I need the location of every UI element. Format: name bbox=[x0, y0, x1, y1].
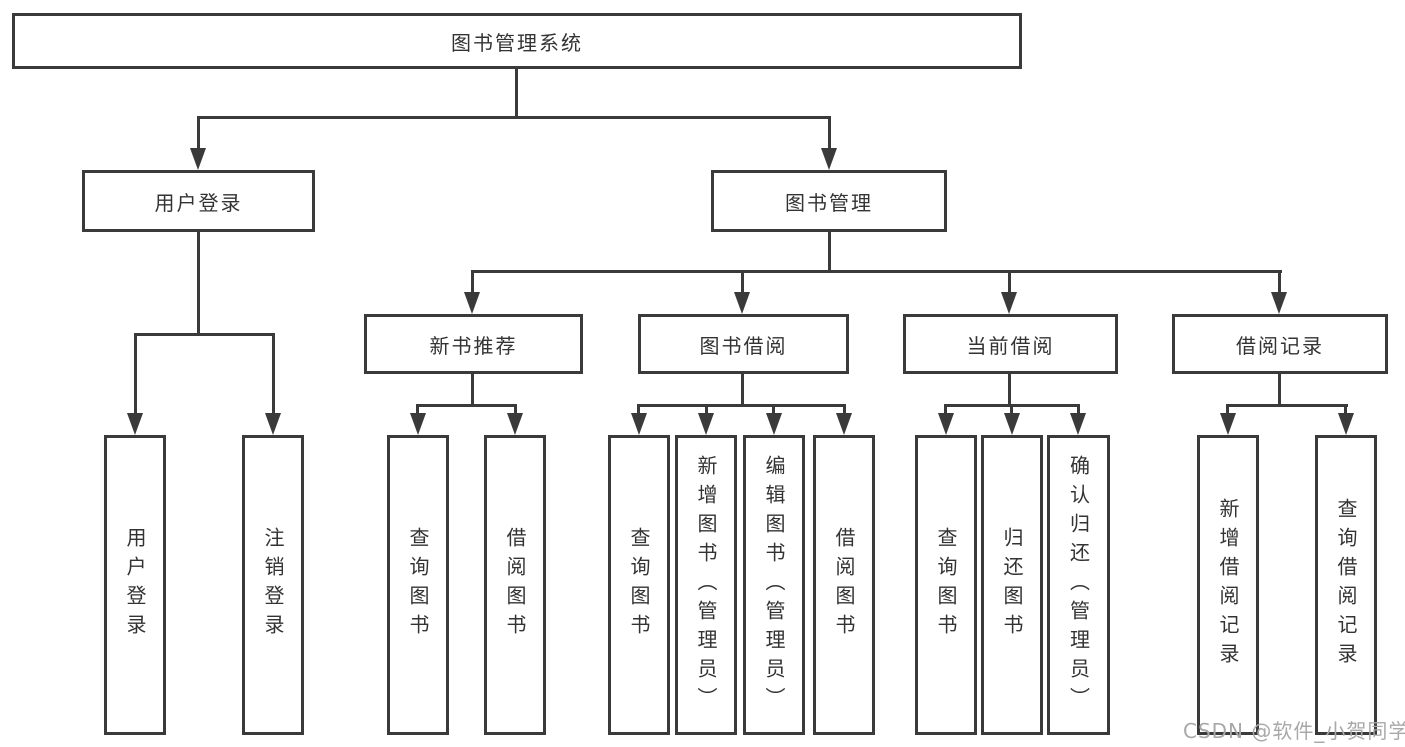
csdn-watermark: CSDN @软件_小贺同学 bbox=[1183, 719, 1405, 743]
connector-arrow bbox=[1001, 292, 1017, 314]
connector-line bbox=[197, 116, 831, 119]
connector-arrow bbox=[698, 413, 714, 435]
leaf-add-borrow-record: 新增借阅记录 bbox=[1197, 435, 1259, 735]
connector-line bbox=[1226, 404, 1229, 415]
node-label: 新增借阅记录 bbox=[1216, 498, 1240, 672]
node-label: 查询图书 bbox=[934, 527, 958, 643]
node-book-borrowing: 图书借阅 bbox=[638, 314, 849, 374]
connector-arrow bbox=[507, 413, 523, 435]
connector-arrow bbox=[734, 292, 750, 314]
connector-arrow bbox=[766, 413, 782, 435]
leaf-query-borrow-record: 查询借阅记录 bbox=[1315, 435, 1377, 735]
connector-line bbox=[1008, 374, 1011, 407]
node-label: 新增图书（管理员） bbox=[694, 454, 718, 716]
connector-arrow bbox=[836, 413, 852, 435]
node-label: 借阅图书 bbox=[832, 527, 856, 643]
node-user-login: 用户登录 bbox=[82, 170, 315, 232]
connector-arrow bbox=[631, 413, 647, 435]
node-label: 图书管理系统 bbox=[451, 30, 583, 55]
node-label: 当前借阅 bbox=[966, 333, 1055, 358]
connector-line bbox=[134, 333, 137, 414]
node-label: 新书推荐 bbox=[429, 333, 518, 358]
connector-arrow bbox=[1338, 413, 1354, 435]
connector-arrow bbox=[1271, 292, 1287, 314]
leaf-logout: 注销登录 bbox=[242, 435, 304, 735]
node-label: 图书借阅 bbox=[699, 333, 788, 358]
connector-line bbox=[197, 116, 200, 149]
connector-line bbox=[416, 404, 517, 407]
node-label: 确认归还（管理员） bbox=[1066, 454, 1091, 716]
connector-arrow bbox=[265, 413, 281, 435]
connector-line bbox=[514, 404, 517, 415]
leaf-user-login: 用户登录 bbox=[104, 435, 166, 735]
node-borrowing-records: 借阅记录 bbox=[1172, 314, 1388, 374]
connector-line bbox=[828, 232, 831, 272]
connector-line bbox=[637, 404, 846, 407]
node-label: 归还图书 bbox=[1000, 527, 1024, 643]
connector-line bbox=[197, 232, 200, 335]
connector-arrow bbox=[821, 148, 837, 170]
node-label: 编辑图书（管理员） bbox=[762, 454, 786, 716]
connector-arrow bbox=[127, 413, 143, 435]
connector-arrow bbox=[1220, 413, 1236, 435]
connector-line bbox=[843, 404, 846, 415]
leaf-add-books-admin: 新增图书（管理员） bbox=[675, 435, 737, 735]
node-label: 注销登录 bbox=[261, 527, 285, 643]
connector-line bbox=[1278, 270, 1281, 293]
node-label: 查询图书 bbox=[627, 527, 651, 643]
node-current-borrowing: 当前借阅 bbox=[903, 314, 1118, 374]
connector-line bbox=[705, 404, 708, 415]
connector-line bbox=[1226, 404, 1348, 407]
leaf-return-books: 归还图书 bbox=[981, 435, 1043, 735]
node-label: 用户登录 bbox=[123, 527, 147, 643]
connector-line bbox=[1344, 404, 1347, 415]
connector-arrow bbox=[1070, 413, 1086, 435]
node-new-book-recommend: 新书推荐 bbox=[364, 314, 583, 374]
connector-line bbox=[741, 374, 744, 407]
connector-line bbox=[1278, 374, 1281, 407]
connector-line bbox=[637, 404, 640, 415]
leaf-query-books-recommend: 查询图书 bbox=[387, 435, 449, 735]
connector-arrow bbox=[190, 148, 206, 170]
leaf-query-books-borrowing: 查询图书 bbox=[608, 435, 670, 735]
connector-arrow bbox=[1004, 413, 1020, 435]
connector-line bbox=[828, 116, 831, 149]
connector-line bbox=[272, 333, 275, 414]
connector-arrow bbox=[938, 413, 954, 435]
node-label: 用户登录 bbox=[154, 190, 243, 215]
connector-line bbox=[515, 69, 518, 118]
leaf-confirm-return-admin: 确认归还（管理员） bbox=[1047, 435, 1110, 735]
connector-line bbox=[471, 270, 474, 293]
node-library-management-system: 图书管理系统 bbox=[12, 13, 1022, 69]
node-label: 借阅图书 bbox=[503, 527, 527, 643]
leaf-edit-books-admin: 编辑图书（管理员） bbox=[743, 435, 805, 735]
connector-line bbox=[1010, 404, 1013, 415]
leaf-query-books-current: 查询图书 bbox=[915, 435, 977, 735]
connector-line bbox=[471, 270, 1282, 273]
connector-arrow bbox=[410, 413, 426, 435]
node-label: 查询图书 bbox=[406, 527, 430, 643]
node-label: 借阅记录 bbox=[1236, 333, 1324, 358]
connector-line bbox=[1008, 270, 1011, 293]
connector-line bbox=[1077, 404, 1080, 415]
connector-line bbox=[471, 374, 474, 407]
connector-line bbox=[772, 404, 775, 415]
connector-arrow bbox=[464, 292, 480, 314]
connector-line bbox=[944, 404, 947, 415]
connector-line bbox=[741, 270, 744, 293]
node-label: 图书管理 bbox=[785, 190, 873, 215]
connector-line bbox=[134, 333, 275, 336]
node-label: 查询借阅记录 bbox=[1334, 498, 1358, 672]
leaf-borrow-books: 借阅图书 bbox=[813, 435, 875, 735]
connector-line bbox=[416, 404, 419, 415]
node-book-management: 图书管理 bbox=[711, 170, 947, 232]
leaf-borrow-books-recommend: 借阅图书 bbox=[484, 435, 546, 735]
